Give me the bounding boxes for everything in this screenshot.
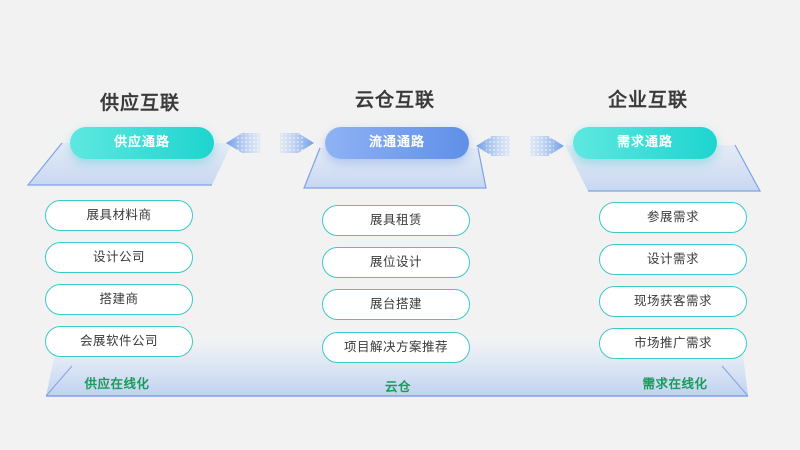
list-item: 展具材料商: [45, 200, 193, 231]
column-title-enterprise: 企业互联: [607, 89, 688, 111]
column-title-cloud: 云仓互联: [354, 89, 435, 111]
list-item: 设计需求: [599, 244, 747, 275]
channel-pill-circulation: 流通通路: [325, 127, 469, 159]
base-platform-edge-right: [721, 365, 749, 397]
platform-middle-edge: [303, 147, 487, 189]
list-item: 搭建商: [45, 284, 193, 315]
list-item: 展位设计: [322, 247, 470, 278]
list-item: 项目解决方案推荐: [322, 332, 470, 363]
base-label-demand: 需求在线化: [642, 376, 708, 391]
list-item: 参展需求: [599, 202, 747, 233]
list-item: 设计公司: [45, 242, 193, 273]
double-arrow-left-icon: [476, 136, 510, 156]
platform-right-edge: [588, 144, 762, 192]
list-item: 展台搭建: [322, 289, 470, 320]
double-arrow-right-icon: [530, 136, 564, 156]
base-platform: [46, 330, 748, 396]
base-label-cloud: 云仓: [384, 379, 411, 394]
list-item: 现场获客需求: [599, 286, 747, 317]
base-platform-edge-left: [45, 365, 73, 397]
channel-pill-demand: 需求通路: [573, 127, 717, 159]
platform-left-edge: [26, 142, 212, 186]
base-label-supply: 供应在线化: [84, 376, 150, 391]
column-title-supply: 供应互联: [99, 92, 180, 114]
double-arrow-left-icon: [226, 133, 260, 153]
list-item: 展具租赁: [322, 205, 470, 236]
list-item: 会展软件公司: [45, 326, 193, 357]
double-arrow-right-icon: [280, 133, 314, 153]
channel-pill-supply: 供应通路: [70, 127, 214, 159]
list-item: 市场推广需求: [599, 328, 747, 359]
